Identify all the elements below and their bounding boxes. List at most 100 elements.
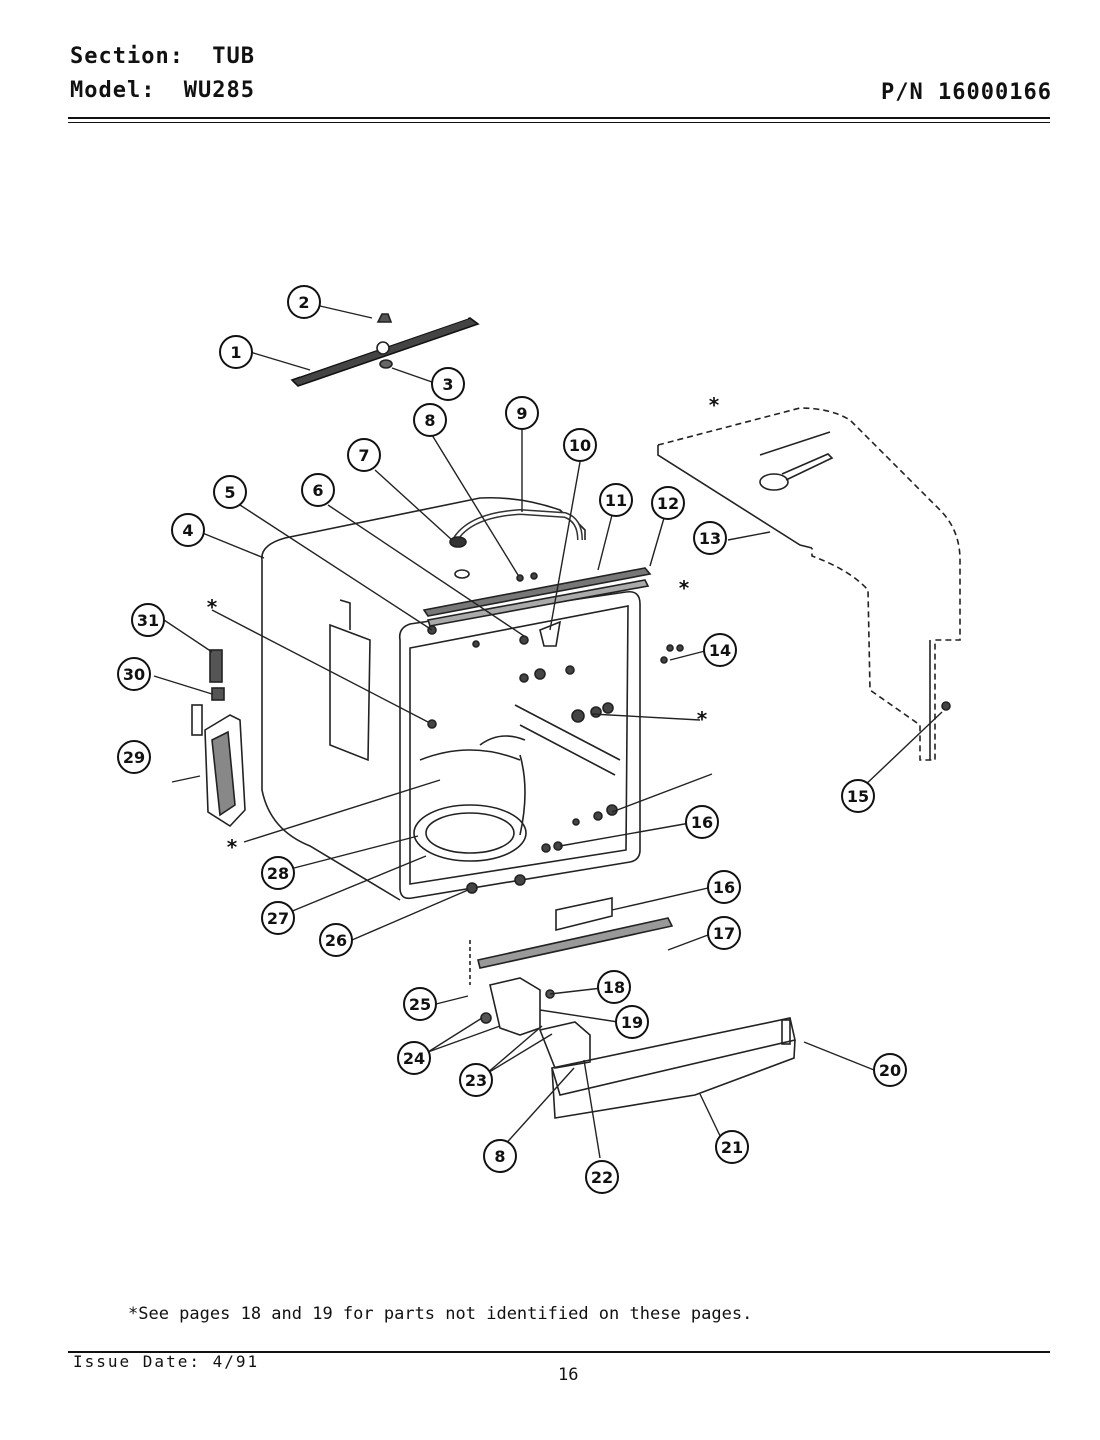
part-number: P/N 16000166 — [881, 80, 1052, 105]
callout-number: 28 — [267, 864, 289, 883]
callout-22: 22 — [585, 1160, 619, 1194]
callout-circle — [261, 901, 295, 935]
callout-17: 17 — [707, 916, 741, 950]
model-value: WU285 — [183, 78, 255, 103]
callout-number: 18 — [603, 978, 625, 997]
callout-26: 26 — [319, 923, 353, 957]
callout-12: 12 — [651, 486, 685, 520]
spray-arm-drawing — [290, 313, 480, 387]
callout-circle — [483, 1139, 517, 1173]
callout-number: 31 — [137, 611, 159, 630]
callout-13: 13 — [693, 521, 727, 555]
issue-date: Issue Date: 4/91 — [73, 1352, 260, 1371]
callout-18: 18 — [597, 970, 631, 1004]
callout-2: 2 — [287, 285, 321, 319]
callout-9: 9 — [505, 396, 539, 430]
callout-circle — [703, 633, 737, 667]
callout-number: 3 — [442, 375, 453, 394]
asterisk-layer: ***** — [206, 393, 720, 859]
callout-10: 10 — [563, 428, 597, 462]
callout-number: 10 — [569, 436, 591, 455]
callout-circle — [615, 1005, 649, 1039]
callout-number: 8 — [424, 411, 435, 430]
callout-20: 20 — [873, 1053, 907, 1087]
header-rule-bottom — [68, 122, 1050, 123]
leader-lines — [153, 305, 943, 1159]
callout-number: 16 — [713, 878, 735, 897]
callout-number: 30 — [123, 665, 145, 684]
lower-bracket-drawing — [469, 897, 674, 985]
callout-21: 21 — [715, 1130, 749, 1164]
callout-number: 23 — [465, 1071, 487, 1090]
callout-number: 26 — [325, 931, 347, 950]
callout-number: 29 — [123, 748, 145, 767]
callout-circle — [213, 475, 247, 509]
callout-number: 19 — [621, 1013, 643, 1032]
callout-circle — [347, 438, 381, 472]
callout-23: 23 — [459, 1063, 493, 1097]
callout-number: 14 — [709, 641, 731, 660]
callout-number: 1 — [230, 343, 241, 362]
bracket-drawing — [539, 620, 562, 647]
callout-number: 2 — [298, 293, 309, 312]
section-heading: Section: TUB — [70, 44, 255, 69]
callout-number: 6 — [312, 481, 323, 500]
callout-24: 24 — [397, 1041, 431, 1075]
callout-16: 16 — [707, 870, 741, 904]
callout-6: 6 — [301, 473, 335, 507]
callout-number: 11 — [605, 491, 627, 510]
callout-circle — [261, 856, 295, 890]
callout-circle — [841, 779, 875, 813]
callout-circle — [597, 970, 631, 1004]
callout-circle — [413, 403, 447, 437]
callout-circle — [219, 335, 253, 369]
callout-number: 20 — [879, 1061, 901, 1080]
top-rail-drawing — [422, 567, 652, 627]
callout-16: 16 — [685, 805, 719, 839]
callout-circle — [403, 987, 437, 1021]
callout-27: 27 — [261, 901, 295, 935]
callout-circle — [693, 521, 727, 555]
callout-number: 5 — [224, 483, 235, 502]
model-heading: Model: WU285 — [70, 78, 255, 103]
callout-number: 7 — [358, 446, 369, 465]
callout-number: 16 — [691, 813, 713, 832]
callout-8: 8 — [483, 1139, 517, 1173]
callout-number: 21 — [721, 1138, 743, 1157]
model-label: Model: — [70, 78, 156, 103]
callout-circle — [585, 1160, 619, 1194]
callout-circle — [651, 486, 685, 520]
callout-number: 24 — [403, 1049, 425, 1068]
asterisk-marker: * — [696, 707, 708, 731]
callout-15: 15 — [841, 779, 875, 813]
callout-circle — [685, 805, 719, 839]
callout-11: 11 — [599, 483, 633, 517]
page-number: 16 — [558, 1365, 579, 1385]
callout-8: 8 — [413, 403, 447, 437]
callout-29: 29 — [117, 740, 151, 774]
hose-highlight — [453, 510, 582, 541]
callout-circle — [563, 428, 597, 462]
callout-number: 8 — [494, 1147, 505, 1166]
callout-circle — [715, 1130, 749, 1164]
callout-5: 5 — [213, 475, 247, 509]
callout-19: 19 — [615, 1005, 649, 1039]
insulation-blanket-drawing — [657, 407, 961, 761]
fitting-drawing — [449, 536, 467, 548]
callout-circle — [431, 367, 465, 401]
footnote: *See pages 18 and 19 for parts not ident… — [128, 1304, 753, 1324]
asterisk-marker: * — [708, 393, 720, 417]
callout-number: 4 — [182, 521, 193, 540]
dispenser-drawing — [191, 649, 246, 828]
callout-7: 7 — [347, 438, 381, 472]
callout-circle — [319, 923, 353, 957]
callout-28: 28 — [261, 856, 295, 890]
callout-number: 15 — [847, 787, 869, 806]
callout-25: 25 — [403, 987, 437, 1021]
exploded-parts-diagram: 1234567891011121314151616171819202122232… — [117, 285, 961, 1194]
callout-circle — [117, 740, 151, 774]
callout-circle — [505, 396, 539, 430]
callout-3: 3 — [431, 367, 465, 401]
callout-number: 27 — [267, 909, 289, 928]
